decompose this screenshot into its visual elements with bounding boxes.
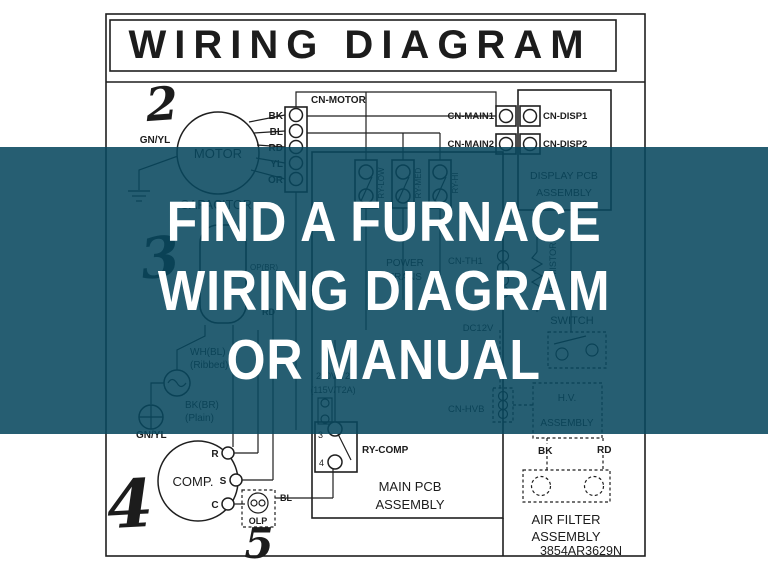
handwritten-2: 2	[143, 76, 180, 132]
air-filter-box	[522, 469, 611, 503]
motor-ground-label: GN/YL	[140, 135, 171, 146]
main-pcb-label: MAIN PCB	[379, 479, 442, 494]
cn-main2-label: CN-MAIN2	[448, 139, 494, 150]
air-filter-label: ASSEMBLY	[531, 529, 600, 544]
handwritten-5: 5	[244, 519, 273, 568]
wire-segment	[253, 130, 286, 134]
connector-pin	[498, 108, 514, 124]
compressor-label: COMP.	[173, 474, 214, 489]
contact-3-label: 3	[318, 430, 323, 440]
relay-contact	[327, 454, 343, 470]
wire-segment	[256, 144, 286, 148]
wire-segment	[295, 91, 497, 107]
terminal-c	[221, 497, 235, 511]
ry-comp-label: RY-COMP	[362, 445, 409, 456]
connector-pin	[288, 123, 304, 139]
contact-4-label: 4	[319, 458, 324, 468]
air-filter-terminal	[530, 475, 552, 497]
relay-lever	[337, 433, 352, 461]
title-banner-overlay: FIND A FURNACE WIRING DIAGRAM OR MANUAL	[0, 147, 768, 434]
wire-label-bl: BL	[270, 127, 283, 138]
wire-label-bk: BK	[269, 111, 284, 122]
cn-disp2-label: CN-DISP2	[543, 139, 587, 150]
banner-line-1: FIND A FURNACE	[166, 190, 602, 254]
cn-disp1-label: CN-DISP1	[543, 111, 588, 122]
ground-wire-label: GN/YL	[136, 430, 167, 441]
handwritten-4: 4	[105, 464, 155, 544]
connector-housing	[495, 105, 517, 127]
olp-label: OLP	[249, 516, 268, 526]
olp-component: OLP BL	[241, 468, 334, 528]
cn-main1-label: CN-MAIN1	[448, 111, 495, 122]
air-filter-label: AIR FILTER	[531, 512, 600, 527]
main-display-connectors: CN-MAIN1 CN-DISP1 CN-MAIN2 CN-DISP2	[448, 105, 588, 155]
air-filter-rd-label: RD	[597, 445, 611, 456]
title-box	[109, 19, 617, 72]
main-pcb-label: ASSEMBLY	[375, 497, 444, 512]
banner-line-2: WIRING DIAGRAM	[157, 259, 611, 323]
olp-body	[247, 492, 269, 514]
olp-box	[241, 489, 276, 528]
terminal-s	[229, 473, 243, 487]
air-filter-assembly: BK RD AIR FILTER ASSEMBLY 3854AR3629N	[522, 438, 622, 558]
olp-contact	[258, 499, 266, 507]
banner-line-3: OR MANUAL	[226, 328, 542, 392]
cn-motor-label: CN-MOTOR	[311, 95, 367, 106]
air-filter-terminal	[583, 475, 605, 497]
part-number: 3854AR3629N	[540, 544, 622, 558]
diagram-title: WIRING DIAGRAM	[128, 23, 591, 67]
compressor-component: COMP. R S C	[157, 310, 274, 522]
terminal-s-label: S	[220, 476, 227, 487]
wire-segment	[248, 114, 286, 123]
connector-housing	[519, 105, 541, 127]
olp-contact	[250, 499, 258, 507]
diagram-frame: WIRING DIAGRAM	[105, 13, 646, 557]
connector-pin	[522, 108, 538, 124]
connector-pin	[288, 107, 304, 123]
air-filter-bk-label: BK	[538, 446, 553, 457]
terminal-r-label: R	[211, 449, 219, 460]
terminal-r	[221, 446, 235, 460]
terminal-c-label: C	[211, 500, 218, 511]
